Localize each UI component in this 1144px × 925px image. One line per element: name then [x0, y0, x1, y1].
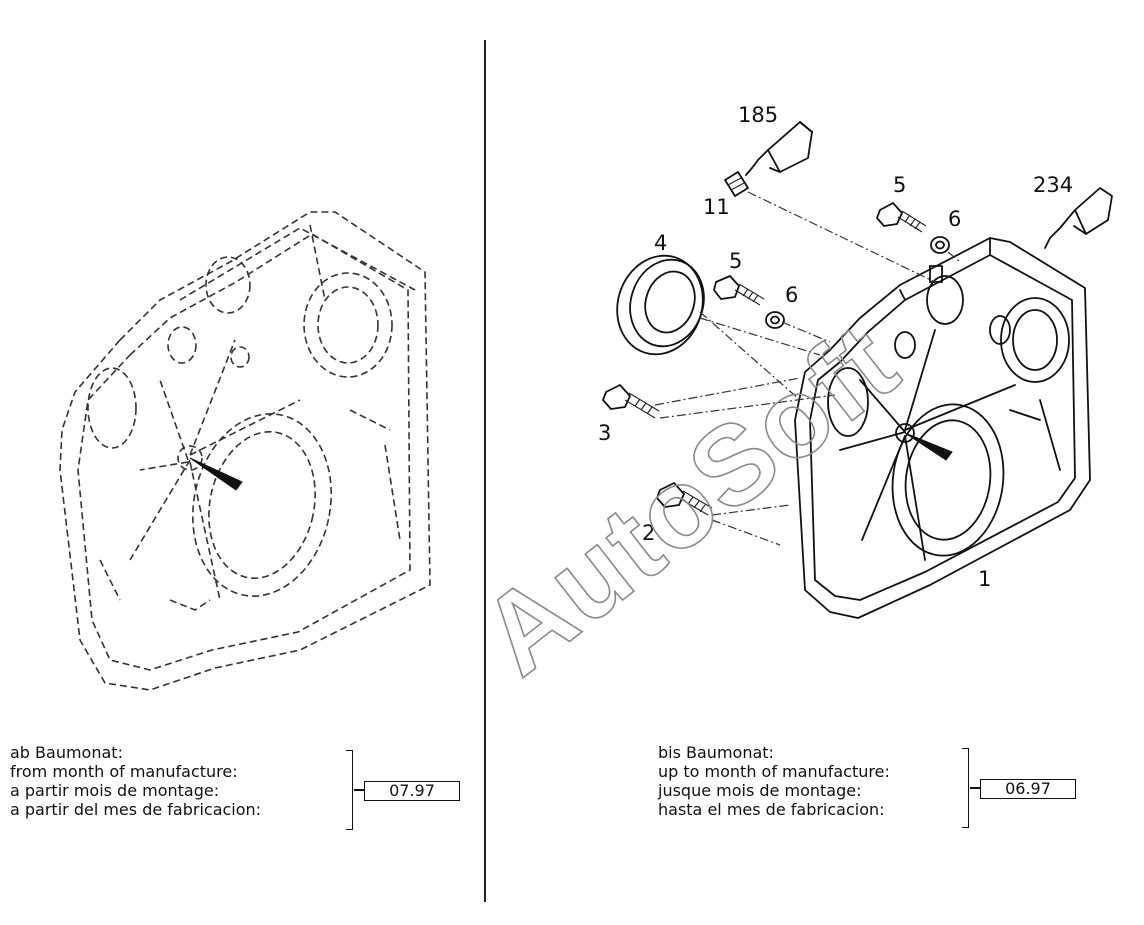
washer-6-upper — [930, 236, 950, 254]
bolt-5-upper — [876, 202, 927, 233]
panel-divider — [484, 40, 486, 902]
left-validity-note: ab Baumonat: from month of manufacture: … — [10, 743, 261, 819]
right-validity-note: bis Baumonat: up to month of manufacture… — [658, 743, 890, 819]
left-bracket — [346, 750, 353, 830]
shaft-seal-4 — [616, 254, 705, 356]
right-note-line-fr: jusque mois de montage: — [658, 781, 862, 800]
bolt-3 — [602, 384, 660, 419]
watermark: AutoSoft — [459, 299, 921, 698]
callout-5-upper: 5 — [893, 173, 906, 197]
sealant-tube-185 — [745, 121, 813, 176]
callout-234: 234 — [1033, 173, 1073, 197]
callout-3: 3 — [598, 421, 611, 445]
callout-1: 1 — [978, 567, 991, 591]
center-arrow-right — [904, 432, 953, 461]
washer-6-lower — [765, 311, 785, 329]
callout-6-lower: 6 — [785, 283, 798, 307]
callout-2: 2 — [642, 521, 655, 545]
callout-5-lower: 5 — [729, 249, 742, 273]
callout-185: 185 — [738, 103, 778, 127]
center-arrow-left — [189, 457, 243, 491]
left-bracket-tick — [354, 789, 364, 791]
right-note-line-en: up to month of manufacture: — [658, 762, 890, 781]
right-bracket — [962, 748, 969, 828]
plug-11 — [724, 171, 749, 197]
left-date-box: 07.97 — [364, 781, 460, 801]
right-note-line-es: hasta el mes de fabricacion: — [658, 800, 885, 819]
left-note-line-fr: a partir mois de montage: — [10, 781, 220, 800]
right-note-line-de: bis Baumonat: — [658, 743, 774, 762]
sealant-tube-234 — [1044, 187, 1113, 249]
housing-new-dashed — [59, 211, 431, 691]
left-note-line-es: a partir del mes de fabricacion: — [10, 800, 262, 819]
right-bracket-tick — [970, 787, 980, 789]
left-note-line-en: from month of manufacture: — [10, 762, 238, 781]
callout-11: 11 — [703, 195, 730, 219]
right-date-box: 06.97 — [980, 779, 1076, 799]
housing-old-solid — [794, 237, 1091, 619]
leader-lines — [654, 191, 961, 546]
callout-6-upper: 6 — [948, 207, 961, 231]
bolt-5-lower — [713, 275, 765, 306]
callout-4: 4 — [654, 231, 667, 255]
left-note-line-de: ab Baumonat: — [10, 743, 123, 762]
bolt-2 — [656, 482, 713, 516]
